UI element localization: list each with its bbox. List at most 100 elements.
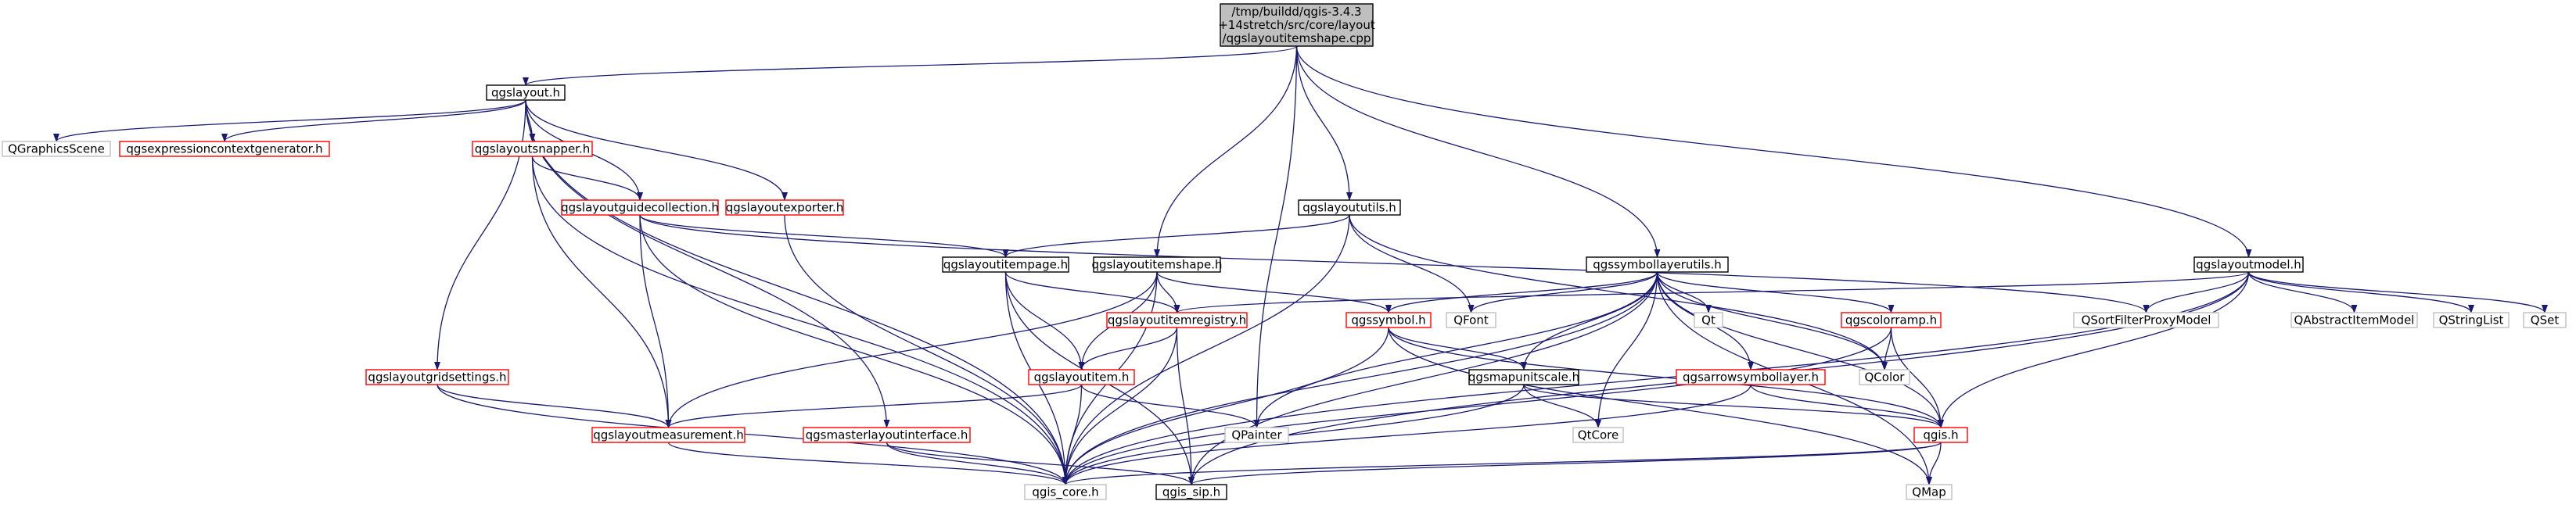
edge-qgslayoutmodel-to-qstringlist (2247, 271, 2474, 313)
node-qgslayoutexporter[interactable]: qgslayoutexporter.h (725, 199, 844, 216)
node-qgsarrowsymbollayer[interactable]: qgsarrowsymbollayer.h (1676, 369, 1826, 385)
edge-qgsmapunitscale-to-qgis_core (1062, 384, 1525, 485)
node-qgraphicsscene[interactable]: QGraphicsScene (2, 141, 111, 157)
node-label: qgslayoutitem.h (1034, 370, 1130, 385)
node-qgslayoutgridsettings[interactable]: qgslayoutgridsettings.h (365, 369, 509, 385)
node-box (486, 84, 566, 101)
node-label: /qgslayoutitemshape.cpp (1223, 31, 1371, 45)
node-label: qgslayoutsnapper.h (475, 142, 591, 156)
node-label: qgssymbollayerutils.h (1593, 258, 1721, 272)
node-box (1220, 3, 1374, 47)
edge-qgslayoutsnapper-to-qgis_core (531, 156, 1069, 485)
node-box (1572, 427, 1624, 443)
node-label: qgslayoutitempage.h (943, 258, 1068, 272)
node-qtcore[interactable]: QtCore (1572, 427, 1624, 443)
node-label: Qt (1701, 313, 1716, 328)
node-qabstractitemmodel[interactable]: QAbstractItemModel (2290, 312, 2418, 328)
node-label: QFont (1453, 313, 1489, 328)
node-qcolor[interactable]: QColor (1859, 369, 1910, 385)
edge-qgssymbollayerutils-to-qcolor (1656, 271, 1888, 370)
node-qgis_sip[interactable]: qgis_sip.h (1155, 484, 1227, 500)
edge-qgssymbollayerutils-to-qgssymbol (1385, 271, 1658, 313)
node-qgslayoutitempage[interactable]: qgslayoutitempage.h (942, 256, 1069, 273)
edge-qgis-to-qmap (1926, 442, 1942, 485)
node-label: /tmp/buildd/qgis-3.4.3 (1231, 5, 1361, 19)
node-qgslayoutitemregistry[interactable]: qgslayoutitemregistry.h (1106, 312, 1248, 328)
edge-qgslayoutitemregistry-to-qgslayoutitem (1078, 327, 1178, 370)
node-box (1224, 427, 1289, 443)
node-qpainter[interactable]: QPainter (1224, 427, 1289, 443)
node-box (365, 369, 509, 385)
edge-qgslayout-to-qgis_core (525, 99, 1069, 485)
edge-qgssymbol-to-qmap (1388, 327, 1932, 485)
edge-qgslayoutmodel-to-qset (2247, 271, 2548, 313)
node-qt[interactable]: Qt (1694, 312, 1723, 328)
node-label: qgslayoututils.h (1302, 201, 1396, 215)
node-qgslayoututils[interactable]: qgslayoututils.h (1298, 199, 1401, 216)
node-box (2073, 312, 2219, 328)
node-qgssymbol[interactable]: qgssymbol.h (1345, 312, 1432, 328)
node-label: QPainter (1231, 428, 1282, 442)
node-qgslayoutmodel[interactable]: qgslayoutmodel.h (2193, 256, 2304, 273)
node-qfont[interactable]: QFont (1446, 312, 1496, 328)
node-qgsexpressioncontextgenerator[interactable]: qgsexpressioncontextgenerator.h (119, 141, 330, 157)
edge-qgslayoutitemregistry-to-qgis_sip (1176, 327, 1195, 485)
edge-qgslayoutmodel-to-qgis (1938, 271, 2250, 428)
edge-root-to-qgslayout (523, 45, 1298, 86)
edge-qgslayoutitemregistry-to-qgis_core (1062, 327, 1178, 485)
edge-qgis-to-qgis_core (1062, 442, 1942, 485)
node-qgsmasterlayoutinterface[interactable]: qgsmasterlayoutinterface.h (803, 427, 971, 443)
node-box (1298, 199, 1401, 216)
node-box (1906, 484, 1953, 500)
node-box (2290, 312, 2418, 328)
node-qgslayoutguidecollection[interactable]: qgslayoutguidecollection.h (561, 199, 719, 216)
edge-qgslayoutitempage-to-qgslayoutitemregistry (1004, 271, 1180, 313)
edge-qgslayoutmodel-to-qgis_core (1062, 271, 2250, 485)
node-qgslayoutmeasurement[interactable]: qgslayoutmeasurement.h (591, 427, 745, 443)
node-label: qgslayoutitemshape.h (1091, 258, 1222, 272)
node-box (942, 256, 1069, 273)
edge-qgslayoutitemshape-to-qgslayoutitemregistry (1156, 271, 1180, 313)
dependency-edges (53, 45, 2548, 485)
node-box (2523, 312, 2567, 328)
node-qgslayoutitemshape[interactable]: qgslayoutitemshape.h (1091, 256, 1223, 273)
node-qgslayoutsnapper[interactable]: qgslayoutsnapper.h (472, 141, 593, 157)
node-box (1446, 312, 1496, 328)
node-qgscolorramp[interactable]: qgscolorramp.h (1841, 312, 1942, 328)
node-qstringlist[interactable]: QStringList (2433, 312, 2510, 328)
node-label: QGraphicsScene (8, 142, 105, 156)
node-qsortfilterproxymodel[interactable]: QSortFilterProxyModel (2073, 312, 2219, 328)
edge-qgslayout-to-qgslayoutexporter (525, 99, 788, 201)
node-box (1676, 369, 1826, 385)
node-qgslayoutitem[interactable]: qgslayoutitem.h (1028, 369, 1135, 385)
node-qgis[interactable]: qgis.h (1913, 427, 1968, 443)
node-label: QSortFilterProxyModel (2082, 313, 2211, 328)
node-root[interactable]: /tmp/buildd/qgis-3.4.3+14stretch/src/cor… (1218, 3, 1375, 47)
edge-qgssymbol-to-qgsmapunitscale (1388, 327, 1527, 370)
node-label: QColor (1865, 370, 1906, 385)
edge-qgslayoututils-to-qcolor (1349, 214, 1888, 370)
edge-qgsmasterlayoutinterface-to-qgis_sip (886, 442, 1195, 485)
node-box (725, 199, 844, 216)
node-label: QAbstractItemModel (2294, 313, 2415, 328)
edge-qgslayoutguidecollection-to-qgslayoutitempage (639, 214, 1009, 258)
node-qgslayout[interactable]: qgslayout.h (486, 84, 566, 101)
node-qgis_core[interactable]: qgis_core.h (1024, 484, 1107, 500)
edge-root-to-qpainter (1253, 45, 1298, 428)
edge-qgsarrowsymbollayer-to-qgis (1750, 384, 1944, 428)
node-qset[interactable]: QSet (2523, 312, 2567, 328)
node-box (2, 141, 111, 157)
edge-qgsmapunitscale-to-qtcore (1523, 384, 1601, 428)
node-box (2193, 256, 2304, 273)
node-qmap[interactable]: QMap (1906, 484, 1953, 500)
node-label: qgis.h (1923, 428, 1958, 442)
edge-qgscolorramp-to-qcolor (1881, 327, 1892, 370)
edge-qgslayoutmodel-to-qgslayoutitemregistry (1174, 271, 2250, 313)
node-label: qgslayoutmeasurement.h (593, 428, 744, 442)
node-qgsmapunitscale[interactable]: qgsmapunitscale.h (1468, 369, 1579, 385)
node-label: QStringList (2439, 313, 2504, 328)
edge-root-to-qgslayoutmodel (1295, 45, 2252, 258)
node-qgssymbollayerutils[interactable]: qgssymbollayerutils.h (1586, 256, 1729, 273)
node-label: qgsmapunitscale.h (1468, 370, 1579, 385)
edge-qgslayoutexporter-to-qgis_core (784, 214, 1069, 485)
